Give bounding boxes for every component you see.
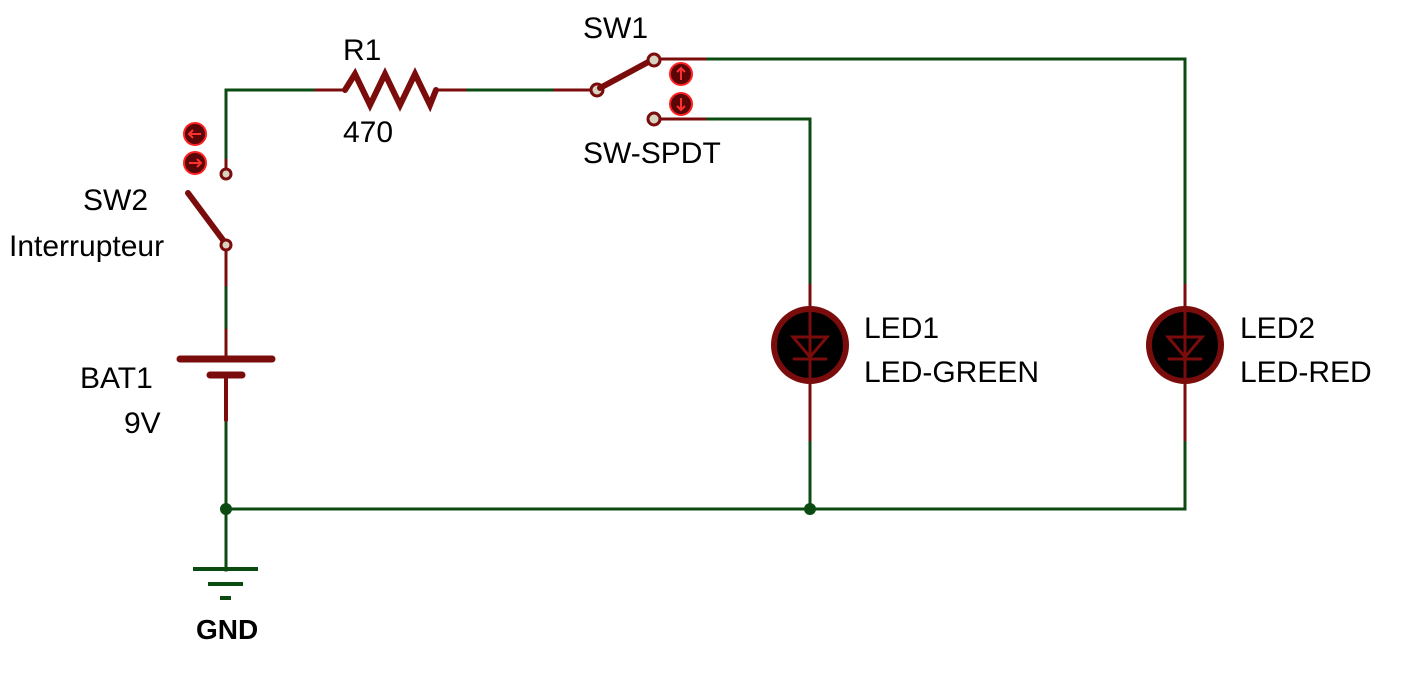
battery-bat1[interactable]: BAT1 9V bbox=[80, 328, 276, 440]
arrow-up-icon bbox=[676, 66, 686, 80]
led2-ref-label: LED2 bbox=[1240, 312, 1315, 345]
wires bbox=[220, 57, 1187, 572]
arrow-left-icon bbox=[187, 129, 201, 139]
sw2-pin-top bbox=[219, 167, 233, 181]
bat1-ref-label: BAT1 bbox=[80, 362, 153, 395]
ground-symbol[interactable]: GND bbox=[193, 567, 258, 645]
led1-diode-icon bbox=[789, 335, 831, 360]
resistor-r1[interactable]: R1 470 bbox=[314, 34, 467, 149]
sw2-ref-label: SW2 bbox=[83, 184, 148, 217]
sw2-close-button[interactable] bbox=[183, 151, 207, 175]
led1-ref-label: LED1 bbox=[864, 312, 939, 345]
r1-ref-label: R1 bbox=[343, 34, 381, 67]
led-led2[interactable]: LED2 LED-RED bbox=[1146, 283, 1372, 442]
wire-sw2-to-r1 bbox=[224, 88, 320, 162]
led1-value-label: LED-GREEN bbox=[864, 356, 1039, 389]
led2-diode-icon bbox=[1164, 335, 1206, 360]
sw1-value-label: SW-SPDT bbox=[583, 137, 721, 170]
wire-ground-bus bbox=[224, 438, 1187, 511]
bat1-value-label: 9V bbox=[124, 407, 161, 440]
junction-dot-led1 bbox=[804, 503, 816, 515]
gnd-label: GND bbox=[196, 614, 258, 645]
led-led1[interactable]: LED1 LED-GREEN bbox=[771, 283, 1039, 442]
r1-zigzag bbox=[342, 67, 439, 113]
switch-sw2[interactable]: SW2 Interrupteur bbox=[9, 122, 233, 287]
sw2-value-label: Interrupteur bbox=[9, 230, 164, 263]
led2-value-label: LED-RED bbox=[1240, 356, 1372, 389]
sw1-pin-bottom bbox=[646, 111, 662, 127]
switch-sw1[interactable]: SW1 SW-SPDT bbox=[553, 12, 721, 170]
wire-sw1-nc-to-led1 bbox=[703, 117, 812, 287]
sw1-pin-top bbox=[646, 52, 662, 68]
sw1-down-button[interactable] bbox=[669, 92, 693, 116]
sw1-ref-label: SW1 bbox=[583, 12, 648, 45]
sw1-up-button[interactable] bbox=[669, 62, 693, 86]
sw2-lever bbox=[185, 190, 229, 247]
junction-dot-gnd bbox=[220, 503, 232, 515]
r1-value-label: 470 bbox=[343, 116, 393, 149]
sw2-open-button[interactable] bbox=[183, 122, 207, 146]
sw1-lever bbox=[597, 57, 655, 91]
arrow-down-icon bbox=[676, 98, 686, 112]
wire-sw1-common-to-led2 bbox=[703, 57, 1187, 287]
arrow-right-icon bbox=[189, 158, 203, 168]
